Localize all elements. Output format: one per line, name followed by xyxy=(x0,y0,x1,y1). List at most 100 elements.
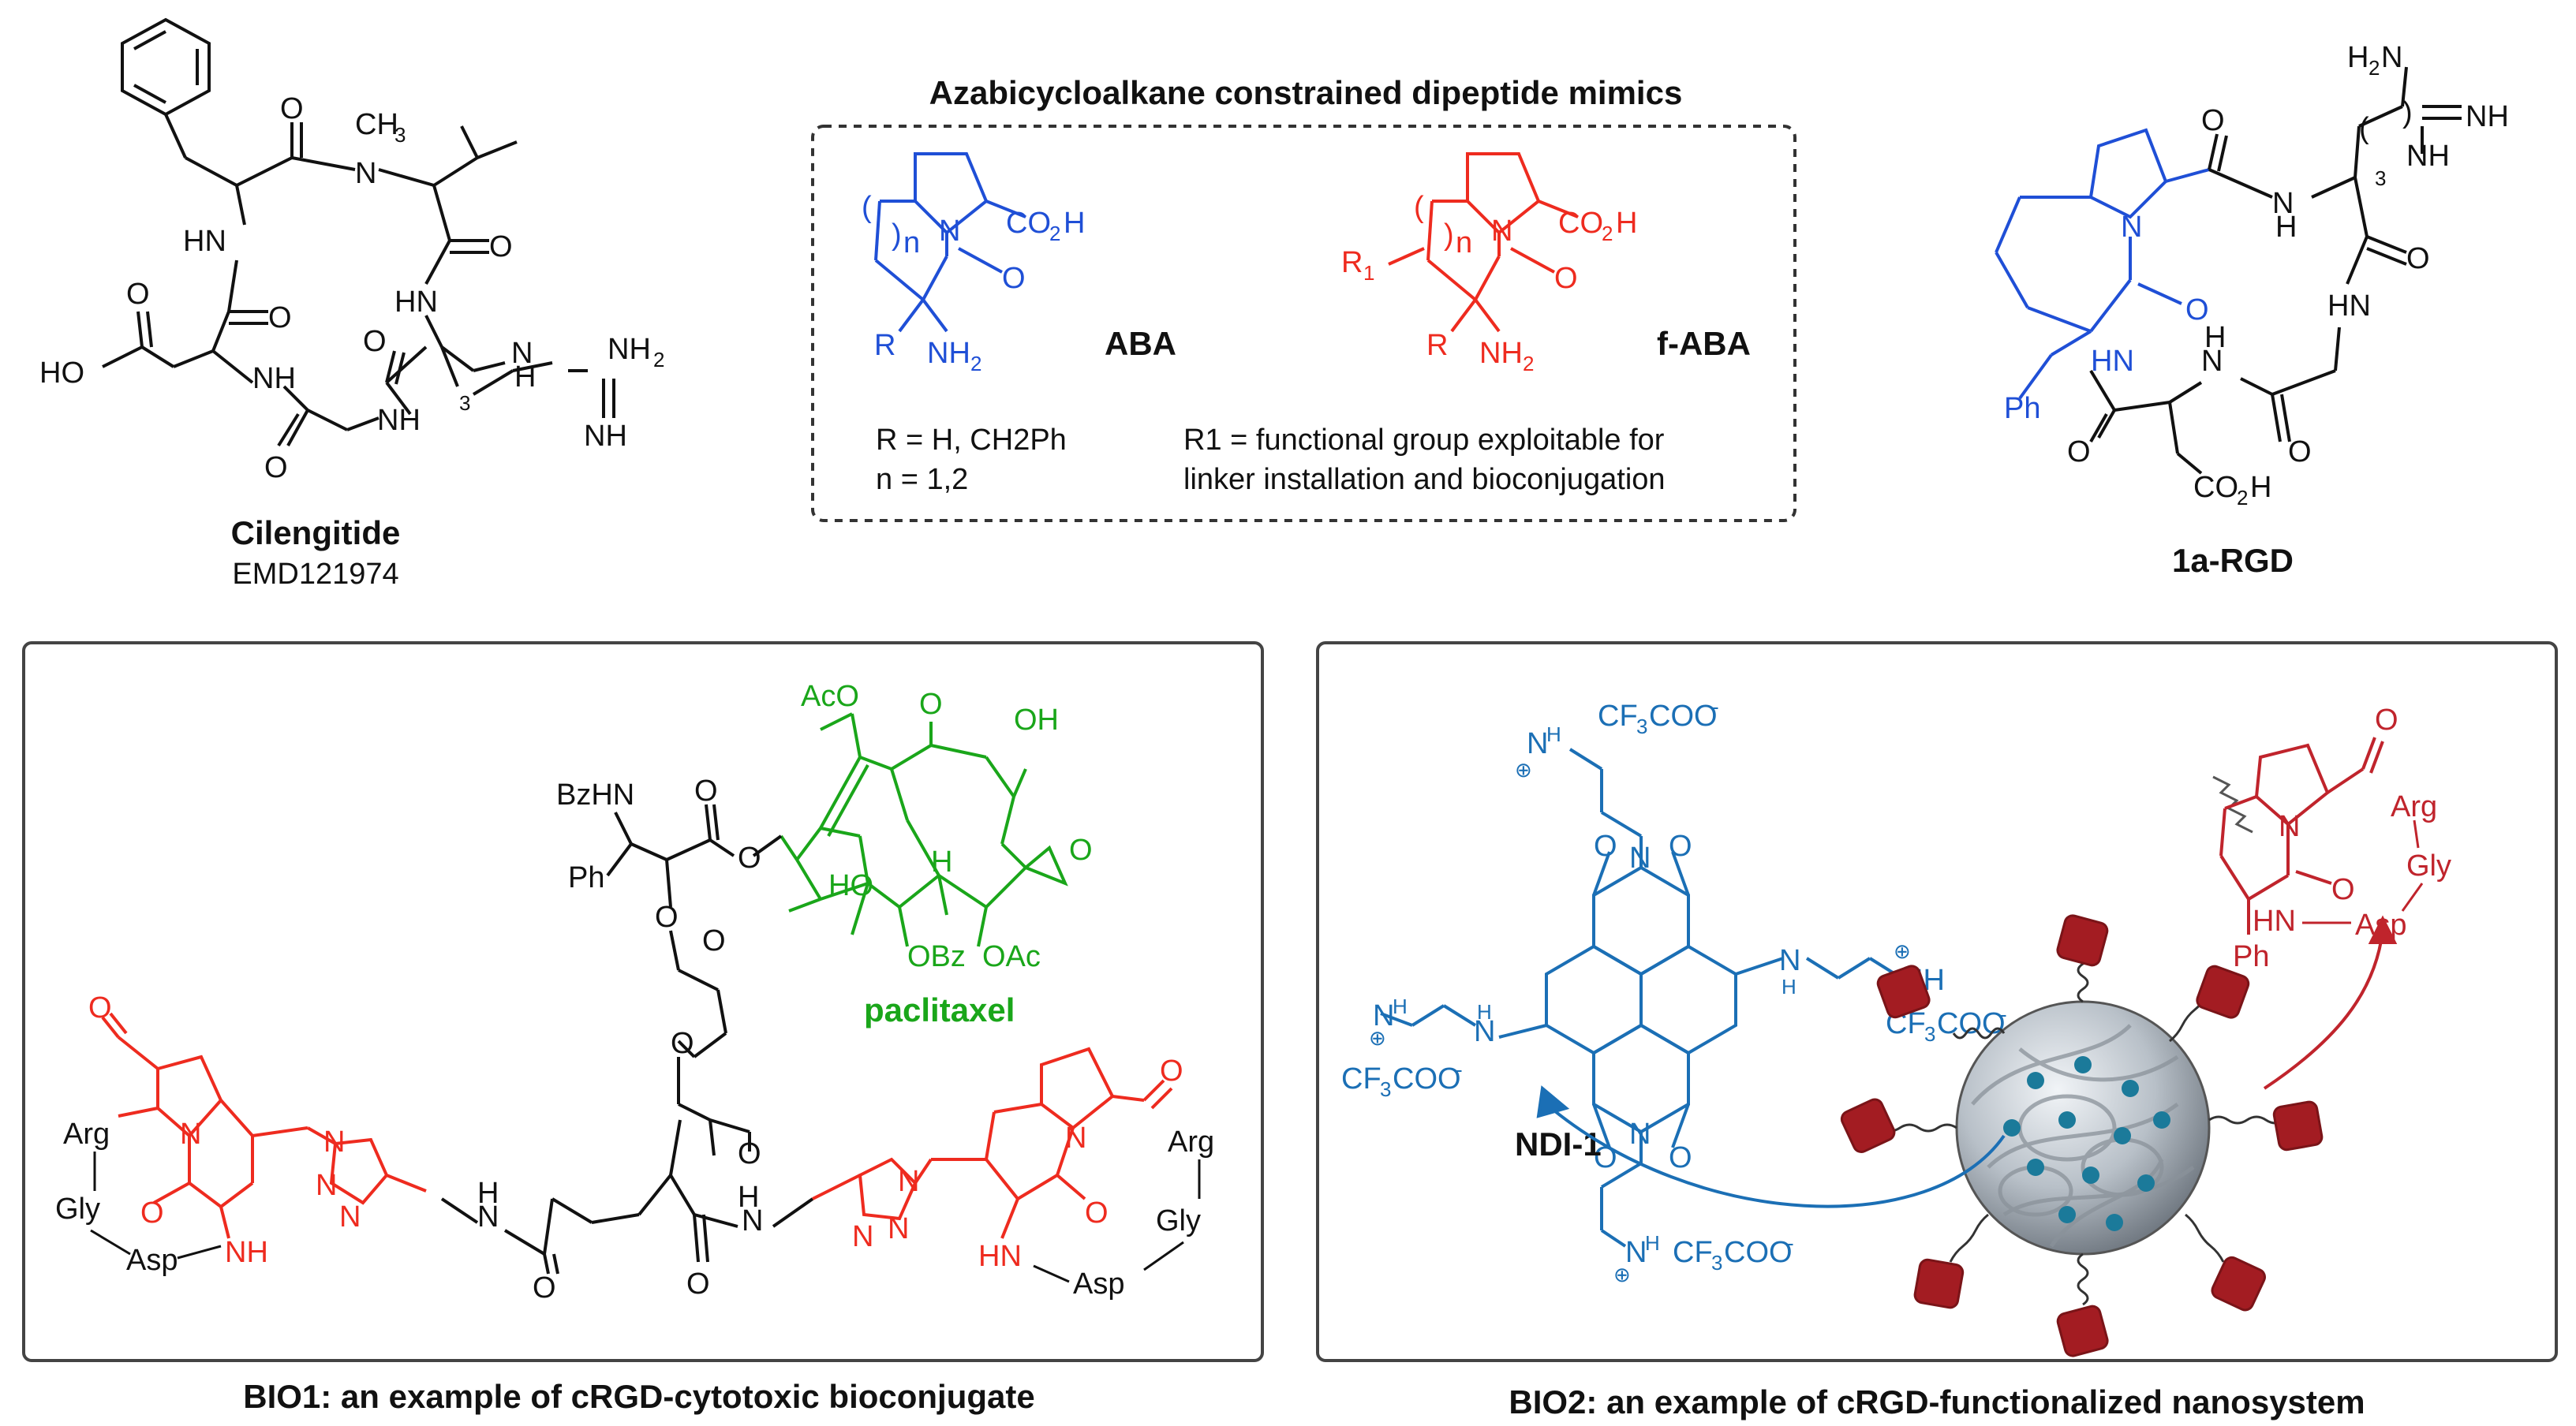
bio2-arrows xyxy=(1536,915,2398,1208)
aba-structure xyxy=(874,152,1026,333)
svg-text:O: O xyxy=(2406,242,2430,275)
svg-text:NH: NH xyxy=(608,333,651,366)
svg-text:HO: HO xyxy=(39,356,84,390)
svg-text:NH: NH xyxy=(377,404,421,437)
svg-text:n: n xyxy=(903,226,920,259)
svg-text:COO: COO xyxy=(1724,1236,1793,1269)
svg-text:N: N xyxy=(1474,1015,1495,1048)
svg-text:HN: HN xyxy=(394,286,438,319)
bio1-right-rgd-seq: Arg Gly Asp xyxy=(1033,1125,1214,1301)
aba-name: ABA xyxy=(1105,325,1176,362)
svg-text:HN: HN xyxy=(183,225,226,258)
mimics-box-title: Azabicycloalkane constrained dipeptide m… xyxy=(929,74,1683,111)
svg-text:2: 2 xyxy=(2237,486,2248,510)
svg-text:H: H xyxy=(1546,722,1561,746)
svg-text:N: N xyxy=(2381,41,2402,74)
svg-text:Arg: Arg xyxy=(1168,1125,1214,1159)
svg-text:3: 3 xyxy=(1636,715,1647,738)
paclitaxel-labels: AcO O OH O HO H OBz OAc xyxy=(801,680,1093,973)
svg-text:H: H xyxy=(738,1181,759,1214)
svg-text:-: - xyxy=(2000,1002,2007,1026)
svg-text:N: N xyxy=(355,157,376,190)
svg-text:O: O xyxy=(489,230,513,263)
svg-text:H: H xyxy=(514,360,536,394)
svg-text:H: H xyxy=(477,1177,499,1210)
svg-text:Arg: Arg xyxy=(2391,790,2437,823)
svg-text:HO: HO xyxy=(828,869,873,902)
svg-text:H: H xyxy=(1477,1000,1492,1024)
svg-text:CF: CF xyxy=(1598,700,1638,733)
svg-text:2: 2 xyxy=(1602,222,1613,245)
svg-text:CF: CF xyxy=(1673,1236,1713,1269)
svg-text:OBz: OBz xyxy=(907,940,966,973)
faba-structure xyxy=(1388,152,1579,333)
note-r1-line1: R1 = functional group exploitable for xyxy=(1183,424,1665,457)
svg-text:HN: HN xyxy=(2327,289,2371,323)
svg-text:O: O xyxy=(268,301,292,334)
svg-text:Gly: Gly xyxy=(55,1193,100,1226)
svg-text:O: O xyxy=(1069,834,1093,867)
svg-text:Asp: Asp xyxy=(2355,909,2406,942)
svg-text:R: R xyxy=(1341,246,1363,279)
svg-text:O: O xyxy=(671,1027,694,1060)
svg-text:O: O xyxy=(140,1196,164,1230)
svg-text:H: H xyxy=(2250,471,2271,504)
svg-text:O: O xyxy=(280,92,304,125)
bio1-left-crgd xyxy=(101,1012,427,1239)
cilengitide-name: Cilengitide xyxy=(231,514,401,551)
svg-text:3: 3 xyxy=(459,391,470,415)
svg-text:-: - xyxy=(1712,695,1719,719)
svg-text:-: - xyxy=(1787,1231,1794,1255)
svg-text:3: 3 xyxy=(2375,166,2386,190)
svg-text:CO: CO xyxy=(1558,207,1603,240)
svg-text:O: O xyxy=(2375,704,2398,737)
svg-text:N: N xyxy=(2201,345,2223,378)
svg-text:CH: CH xyxy=(355,108,398,141)
svg-text:N: N xyxy=(2279,810,2300,843)
svg-text:⊕: ⊕ xyxy=(1515,758,1532,782)
svg-text:N: N xyxy=(1065,1122,1086,1155)
svg-text:O: O xyxy=(702,924,726,958)
svg-text:H: H xyxy=(931,846,952,879)
svg-text:NH: NH xyxy=(927,337,970,370)
svg-text:OAc: OAc xyxy=(982,940,1041,973)
svg-text:O: O xyxy=(694,775,718,808)
svg-text:(: ( xyxy=(2359,112,2369,145)
svg-text:H: H xyxy=(1645,1231,1660,1255)
svg-text:N: N xyxy=(2272,187,2294,220)
svg-text:NH: NH xyxy=(584,420,627,453)
bio1-left-crgd-labels: O N O NH N N N xyxy=(88,991,361,1269)
svg-text:H: H xyxy=(2204,321,2226,354)
svg-text:HN: HN xyxy=(2253,905,2296,938)
svg-text:N: N xyxy=(898,1165,919,1198)
svg-text:H: H xyxy=(1393,995,1408,1018)
svg-text:(: ( xyxy=(862,191,872,224)
svg-text:N: N xyxy=(1629,842,1651,875)
svg-text:BzHN: BzHN xyxy=(556,778,634,812)
nanoparticle-tethers xyxy=(1880,950,2286,1306)
svg-text:3: 3 xyxy=(394,123,406,147)
svg-text:Gly: Gly xyxy=(1156,1204,1201,1237)
svg-text:R: R xyxy=(874,329,895,362)
svg-text:O: O xyxy=(88,991,112,1025)
svg-text:O: O xyxy=(1085,1196,1109,1230)
rgd-cubes xyxy=(1840,914,2324,1357)
svg-text:NH: NH xyxy=(1479,337,1523,370)
svg-text:O: O xyxy=(738,1137,761,1170)
svg-text:Ph: Ph xyxy=(2233,940,2269,973)
svg-text:N: N xyxy=(1779,944,1800,977)
svg-text:⊕: ⊕ xyxy=(1369,1026,1386,1050)
svg-text:O: O xyxy=(919,688,943,721)
svg-text:O: O xyxy=(1160,1055,1183,1088)
svg-text:H: H xyxy=(1064,207,1085,240)
svg-text:N: N xyxy=(316,1169,337,1202)
svg-text:R: R xyxy=(1426,329,1448,362)
bio1-left-rgd-seq: Arg Gly Asp xyxy=(55,1118,222,1277)
svg-text:O: O xyxy=(655,901,679,934)
svg-text:3: 3 xyxy=(1924,1022,1935,1046)
svg-text:O: O xyxy=(686,1267,710,1301)
svg-text:N: N xyxy=(939,215,960,248)
faba-name: f-ABA xyxy=(1657,325,1751,362)
svg-text:Asp: Asp xyxy=(126,1244,178,1277)
